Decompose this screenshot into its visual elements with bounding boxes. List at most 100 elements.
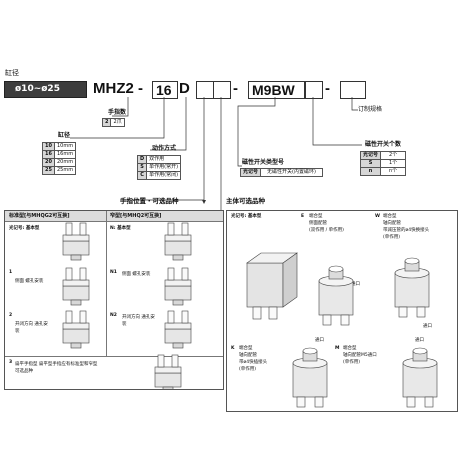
gripper-flat-image — [154, 354, 182, 389]
body-W-image — [394, 257, 430, 318]
body-M-code: M — [335, 346, 340, 351]
standard-type-title: 标准型[与MHQG2可互换] — [9, 213, 70, 219]
switch-type-desc: 无磁性开关(内置磁环) — [260, 168, 323, 177]
model-series: MHZ2 — [93, 80, 134, 97]
action-code: D — [179, 80, 190, 97]
body-basic-image — [246, 252, 298, 320]
model-dash-1: - — [138, 80, 143, 97]
switch-code: M9BW — [252, 82, 295, 98]
action-desc: 双作用 — [146, 155, 182, 164]
narrow-item-2-code: N2 — [110, 313, 117, 318]
switch-type-table: 光记号 无磁性开关(内置磁环) — [239, 168, 323, 177]
bore-table-label: 缸径 — [58, 132, 71, 139]
body-W-line1: 端合型 — [383, 214, 397, 219]
body-W-line3: 带减压管的ø4快换接头 — [383, 228, 430, 233]
bore-range-text: ø10~ø25 — [15, 84, 60, 94]
switch-qty-desc: 2个 — [380, 151, 407, 160]
bore-range-badge: ø10~ø25 — [4, 81, 87, 98]
narrow-item-1-code: N1 — [110, 270, 117, 275]
finger-position-panel-header — [5, 211, 223, 222]
bore-code: 16 — [42, 150, 55, 159]
body-M-line1: 端合型 — [343, 346, 357, 351]
body-K-line4: (单作用) — [239, 367, 257, 372]
switch-qty-box — [305, 81, 323, 99]
gripper-narrow-2-image — [164, 310, 192, 349]
model-dash-2: - — [233, 80, 238, 97]
std-item-2-desc: 开闭方向 通孔安装 — [15, 322, 48, 334]
switch-qty-label: 磁性开关个数 — [365, 141, 402, 148]
finger-position-section-label: 手指位置・可选品种 — [120, 197, 179, 205]
body-E-line3: (双作用 / 单作用) — [309, 228, 344, 233]
order-spec-label: 订制规格 — [358, 106, 383, 113]
narrow-type-title: 窄型[与MHQ2可互换] — [110, 213, 162, 219]
bore-code: 25 — [42, 166, 55, 175]
bore-code: 10 — [42, 142, 55, 151]
std-item-basic-code: 光记号: 基本型 — [9, 226, 40, 231]
action-table-label: 动作方式 — [152, 145, 177, 152]
narrow-item-2-desc: 开闭方向 通孔安装 — [122, 315, 155, 327]
body-basic: 光记号: 基本型 — [231, 214, 262, 219]
std-item-1-code: 1 — [9, 270, 13, 275]
body-K-line1: 端合型 — [239, 346, 253, 351]
body-K-code: K — [231, 346, 235, 351]
fingers-desc: 2爪 — [110, 118, 125, 127]
table-row: 2 2爪 — [101, 118, 125, 127]
switch-qty-code: S — [359, 159, 382, 168]
size-box: 16 — [152, 81, 178, 99]
gripper-std-1-image — [62, 267, 90, 306]
body-K-line2: 轴向配管 — [239, 353, 257, 358]
body-E-code: E — [301, 214, 305, 219]
body-illustrations — [246, 252, 438, 408]
body-E-line2: 侧面配管 — [309, 221, 327, 226]
action-desc: 单作用(常闭) — [146, 171, 182, 180]
order-spec-box — [340, 81, 366, 99]
switch-type-label: 磁性开关类型号 — [242, 159, 285, 166]
action-desc: 单作用(常开) — [146, 163, 182, 172]
gripper-std-2-image — [62, 310, 90, 349]
narrow-item-1-desc: 侧面 螺孔安装 — [122, 272, 151, 277]
gripper-std-basic-image — [62, 222, 90, 261]
flat-finger-divider — [5, 356, 223, 357]
std-item-3-desc: 扁平手指型 扁平型手指应有标准型和窄型可选品种 — [15, 362, 98, 374]
body-M-line3: (单作用) — [343, 360, 361, 365]
body-E-line1: 端合型 — [309, 214, 323, 219]
port-label-K: 通口 — [315, 338, 324, 343]
bore-desc: 20mm — [53, 158, 77, 167]
switch-box: M9BW — [248, 81, 305, 99]
bore-heading: 缸径 — [5, 69, 19, 77]
body-W-code: W — [375, 214, 380, 219]
bore-desc: 16mm — [53, 150, 77, 159]
size-code: 16 — [156, 82, 172, 98]
switch-qty-desc: 1个 — [380, 159, 407, 168]
action-code-cell: S — [136, 163, 148, 172]
table-row: 光记号 无磁性开关(内置磁环) — [239, 168, 323, 177]
switch-qty-code: 光记号 — [359, 151, 382, 160]
port-label-E: 通口 — [351, 282, 360, 287]
action-code-cell: C — [136, 171, 148, 180]
finger-position-panel: 标准型[与MHQG2可互换] 窄型[与MHQ2可互换] 光记号: 基本型 1 侧… — [4, 210, 224, 390]
body-option-box — [213, 81, 231, 99]
action-code-cell: D — [136, 155, 148, 164]
body-E-image — [318, 265, 354, 326]
finger-position-box — [196, 81, 214, 99]
bore-desc: 10mm — [53, 142, 77, 151]
gripper-narrow-basic-image — [164, 222, 192, 261]
port-label-W: 通口 — [423, 324, 432, 329]
bore-code: 20 — [42, 158, 55, 167]
switch-type-code: 光记号 — [239, 168, 262, 177]
bore-desc: 25mm — [53, 166, 77, 175]
fingers-code: 2 — [101, 118, 112, 127]
gripper-illustrations — [62, 222, 192, 389]
std-item-3-code: 3 — [9, 360, 13, 365]
